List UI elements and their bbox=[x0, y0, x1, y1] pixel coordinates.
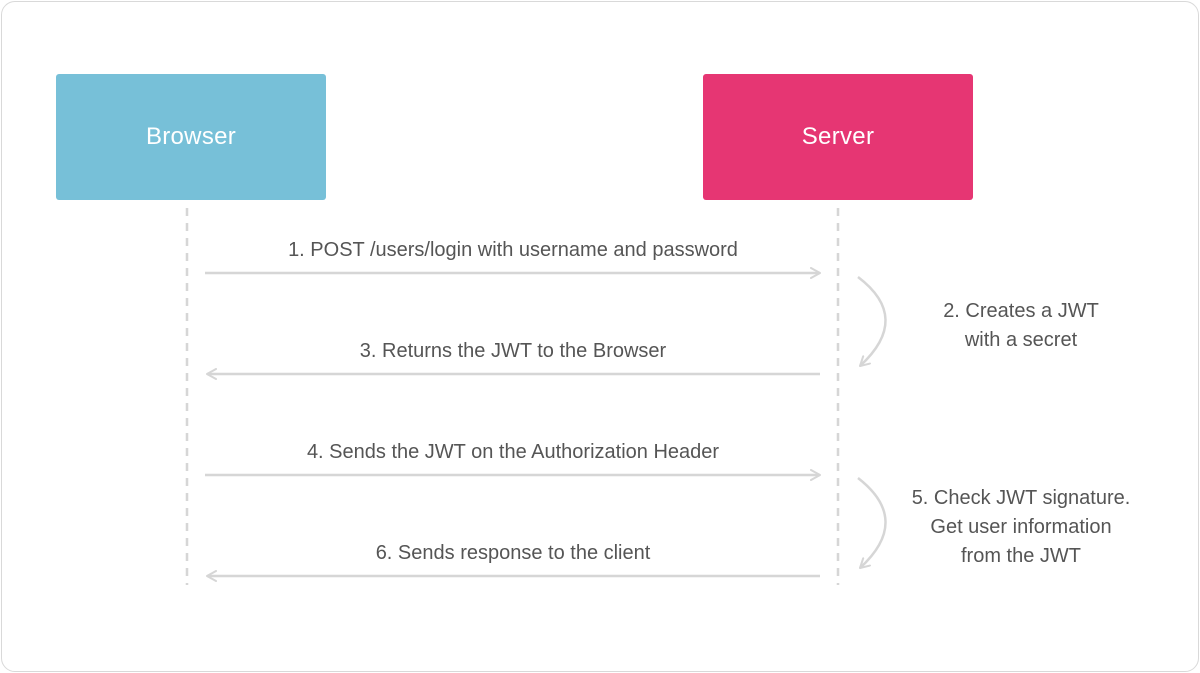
self-call-arrow-2 bbox=[857, 276, 887, 367]
message-label-3: 3. Returns the JWT to the Browser bbox=[359, 340, 667, 362]
note-create-jwt: 2. Creates a JWT with a secret bbox=[871, 297, 1171, 355]
message-label-4: 4. Sends the JWT on the Authorization He… bbox=[306, 441, 720, 463]
browser-actor-box: Browser bbox=[56, 74, 326, 200]
note-check-jwt: 5. Check JWT signature. Get user informa… bbox=[871, 484, 1171, 571]
message-label-1: 1. POST /users/login with username and p… bbox=[288, 239, 738, 261]
server-actor-label: Server bbox=[801, 123, 875, 150]
browser-actor-label: Browser bbox=[145, 123, 237, 150]
note-line: 5. Check JWT signature. bbox=[911, 487, 1131, 509]
note-line: 2. Creates a JWT bbox=[943, 300, 1099, 322]
self-call-arrow-5 bbox=[857, 477, 887, 569]
note-line: Get user information bbox=[930, 516, 1112, 538]
note-line: from the JWT bbox=[960, 545, 1081, 567]
note-line: with a secret bbox=[964, 329, 1078, 351]
server-actor-box: Server bbox=[703, 74, 973, 200]
message-label-6: 6. Sends response to the client bbox=[375, 542, 651, 564]
